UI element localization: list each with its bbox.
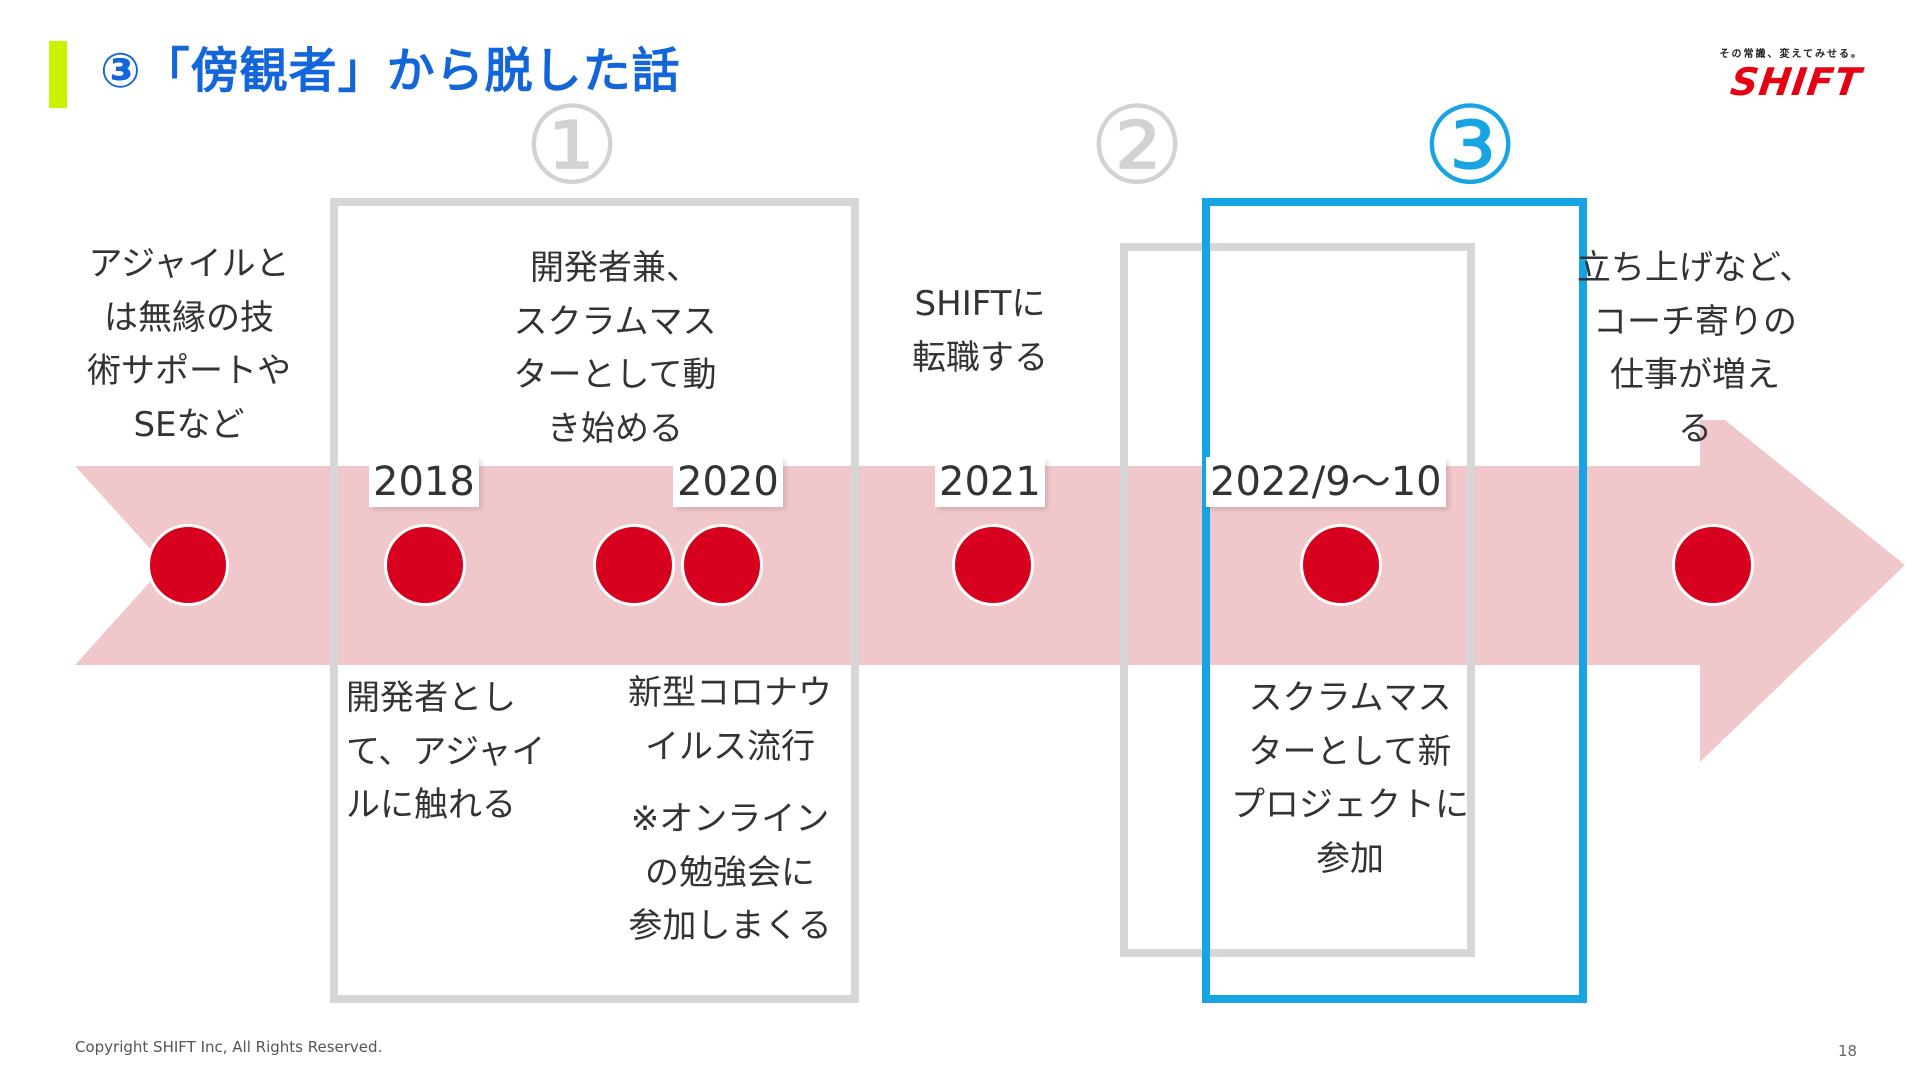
phase-1-box: [330, 198, 859, 1003]
text-line: 新型コロナウ: [628, 673, 832, 713]
title-accent-bar: [49, 41, 67, 108]
year-label-2021: 2021: [935, 457, 1045, 507]
timeline-dot-2020: [681, 524, 763, 606]
timeline-dot-2021: [952, 524, 1034, 606]
2021-top-description: SHIFTに 転職する: [870, 278, 1090, 385]
year-label-2022: 2022/9～10: [1206, 457, 1446, 507]
copyright-text: Copyright SHIFT Inc, All Rights Reserved…: [75, 1038, 383, 1056]
2020-note: ※オンライン の勉強会に 参加しまくる: [610, 793, 850, 954]
logo-wordmark: SHIFT: [1727, 60, 1865, 104]
text-line: コーチ寄りの: [1593, 301, 1797, 342]
text-line: ※オンライン: [630, 799, 830, 839]
timeline-dot-2022: [1300, 524, 1382, 606]
2022-bottom-description: スクラムマス ターとして新 プロジェクトに 参加: [1220, 672, 1480, 886]
2018-bottom-description: 開発者とし て、アジャイ ルに触れる: [346, 672, 606, 833]
timeline-dot-start: [147, 524, 229, 606]
text-line: SEなど: [133, 404, 245, 445]
phase-2-number: ②: [1088, 84, 1186, 209]
text-line: 開発者とし: [346, 678, 516, 718]
page-number: 18: [1838, 1042, 1858, 1060]
timeline-dot-2019: [593, 524, 675, 606]
text-line: 術サポートや: [87, 351, 291, 391]
text-line: ターとして新: [1248, 731, 1452, 772]
text-line: る: [1678, 408, 1712, 449]
timeline-dot-2018: [384, 524, 466, 606]
slide-title: ③「傍観者」から脱した話: [100, 43, 681, 99]
text-line: は無縁の技: [104, 297, 274, 338]
text-line: プロジェクトに: [1231, 785, 1469, 825]
text-line: 転職する: [912, 337, 1048, 378]
text-line: き始める: [547, 408, 683, 449]
2020-top-description: 開発者兼、 スクラムマス ターとして動 き始める: [470, 242, 760, 456]
text-line: て、アジャイ: [346, 731, 546, 772]
text-line: 立ち上げなど、: [1576, 248, 1814, 288]
text-line: アジャイルと: [88, 244, 290, 284]
timeline-dot-end: [1672, 524, 1754, 606]
phase-1-number: ①: [523, 84, 621, 209]
text-line: スクラムマス: [513, 301, 717, 342]
phase-2-box: [1120, 243, 1475, 957]
text-line: 参加しまくる: [628, 906, 832, 946]
text-line: ターとして動: [513, 355, 717, 395]
text-line: SHIFTに: [914, 284, 1046, 324]
text-line: 開発者兼、: [530, 248, 700, 288]
start-description: アジャイルと は無縁の技 術サポートや SEなど: [60, 238, 318, 452]
end-description: 立ち上げなど、 コーチ寄りの 仕事が増え る: [1565, 242, 1825, 456]
text-line: イルス流行: [645, 726, 815, 767]
text-line: スクラムマス: [1248, 678, 1452, 718]
text-line: の勉強会に: [645, 852, 815, 893]
shift-logo: その常識、変えてみせる。 SHIFT: [1695, 45, 1865, 105]
year-label-2018: 2018: [369, 457, 479, 507]
logo-tagline: その常識、変えてみせる。: [1719, 49, 1863, 60]
phase-3-number: ③: [1421, 84, 1519, 209]
text-line: ルに触れる: [346, 785, 516, 825]
phase-3-box: [1202, 198, 1587, 1003]
2020-bottom-description: 新型コロナウ イルス流行: [610, 667, 850, 774]
text-line: 仕事が増え: [1610, 355, 1780, 395]
text-line: 参加: [1316, 838, 1384, 879]
year-label-2020: 2020: [673, 457, 783, 507]
